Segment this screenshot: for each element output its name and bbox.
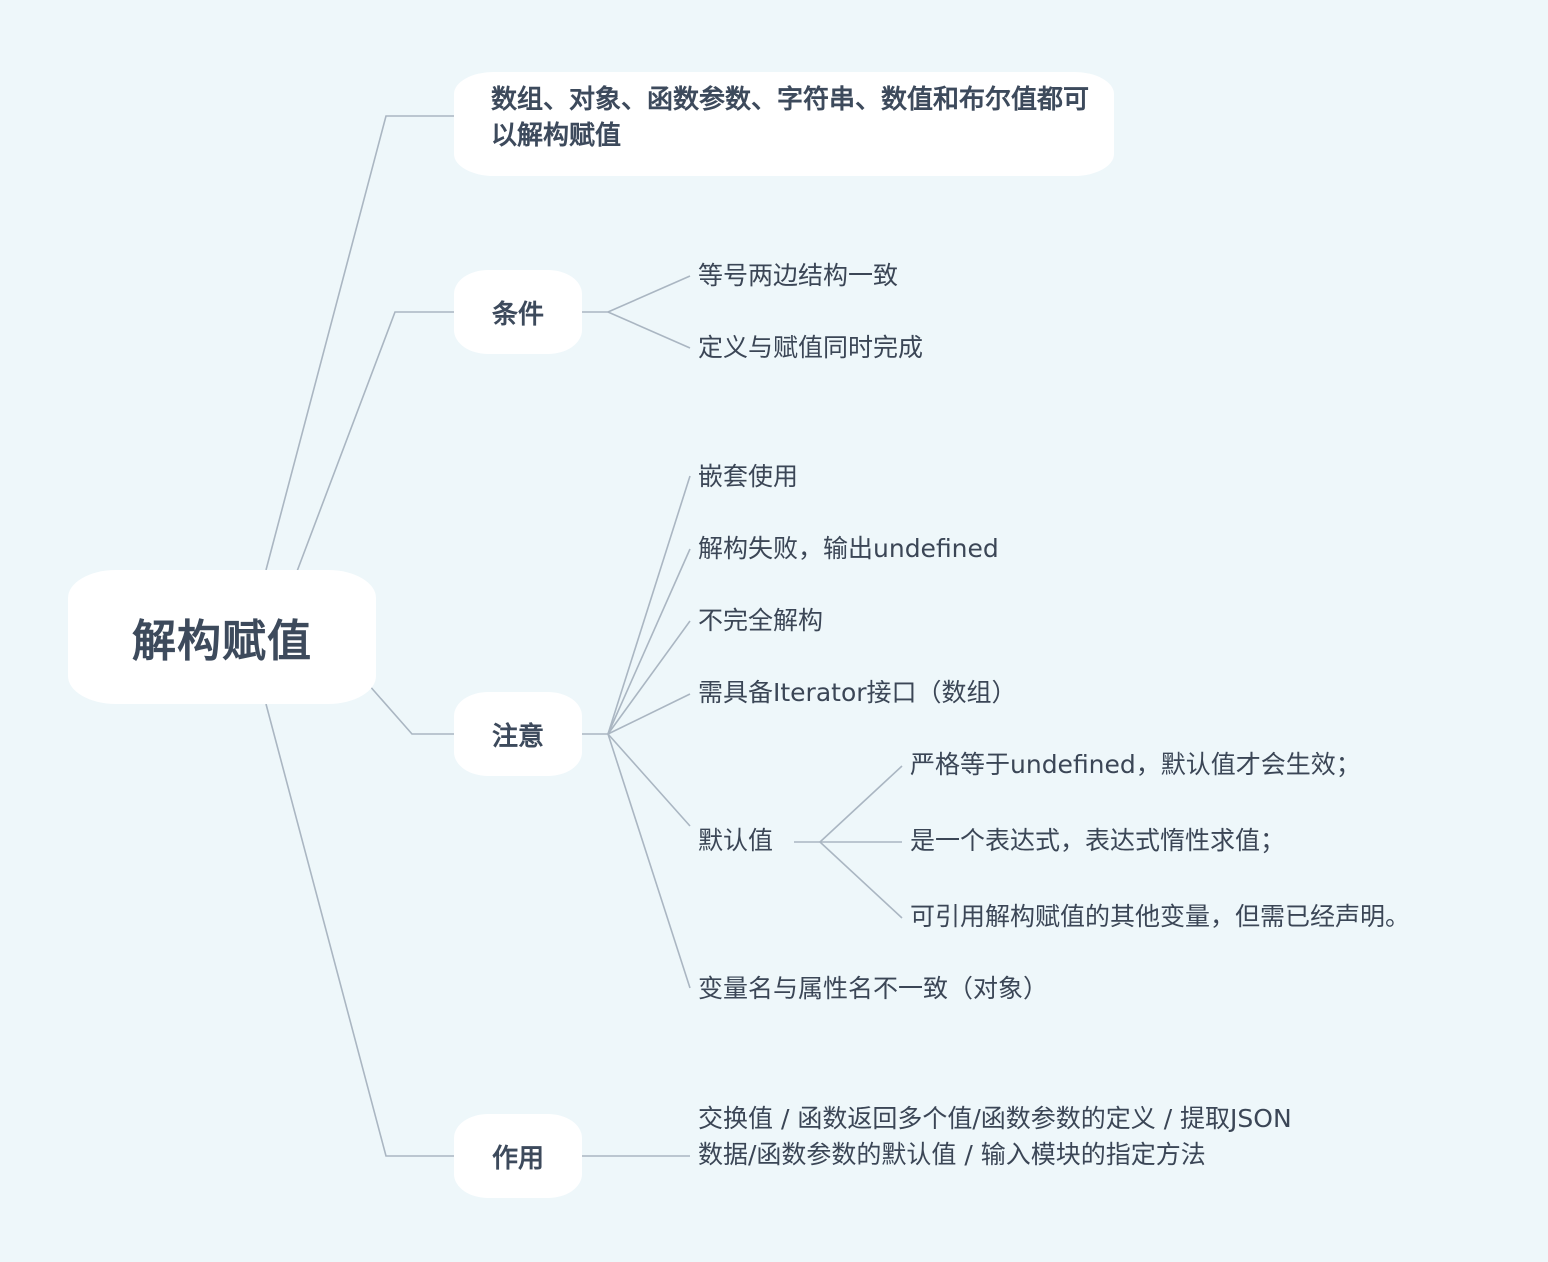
notes-item-destructure-fail[interactable]: 解构失败，输出undefined [698, 534, 999, 563]
connector-root-notes [367, 683, 454, 735]
connector-condition-2 [607, 311, 691, 349]
default-value-item-2[interactable]: 是一个表达式，表达式惰性求值； [910, 826, 1286, 855]
connector-notes-5 [607, 733, 691, 827]
connector-condition-1 [607, 275, 691, 313]
notes-item-rename[interactable]: 变量名与属性名不一致（对象） [698, 974, 1049, 1003]
usage-item[interactable]: 交换值 / 函数返回多个值/函数参数的定义 / 提取JSON数据/函数参数的默认… [698, 1104, 1292, 1169]
branch-applicable-node[interactable]: 数组、对象、函数参数、字符串、数值和布尔值都可以解构赋值 [454, 72, 1114, 176]
default-value-item-1[interactable]: 严格等于undefined，默认值才会生效； [910, 750, 1361, 779]
condition-item-2[interactable]: 定义与赋值同时完成 [698, 333, 924, 362]
notes-item-nested[interactable]: 嵌套使用 [698, 462, 799, 491]
connector-root-condition [295, 311, 454, 575]
connector-default-1 [819, 765, 903, 843]
connector-root-applicable [265, 115, 454, 571]
connector-notes-6 [607, 733, 691, 989]
connector-notes-3 [607, 620, 691, 735]
branch-usage-node[interactable]: 作用 [454, 1114, 582, 1198]
notes-item-iterator[interactable]: 需具备Iterator接口（数组） [698, 678, 1017, 707]
connector-root-usage [265, 703, 454, 1157]
notes-item-incomplete[interactable]: 不完全解构 [698, 606, 824, 635]
condition-item-1[interactable]: 等号两边结构一致 [698, 261, 899, 290]
notes-item-default-value[interactable]: 默认值 [698, 826, 774, 855]
branch-notes-node[interactable]: 注意 [454, 692, 582, 776]
root-node[interactable]: 解构赋值 [68, 570, 376, 704]
connector-notes-1 [607, 475, 691, 735]
branch-condition-node[interactable]: 条件 [454, 270, 582, 354]
connector-notes-2 [607, 548, 691, 735]
connector-notes-4 [607, 693, 691, 735]
connector-default-3 [819, 841, 903, 919]
default-value-item-3[interactable]: 可引用解构赋值的其他变量，但需已经声明。 [910, 902, 1411, 931]
